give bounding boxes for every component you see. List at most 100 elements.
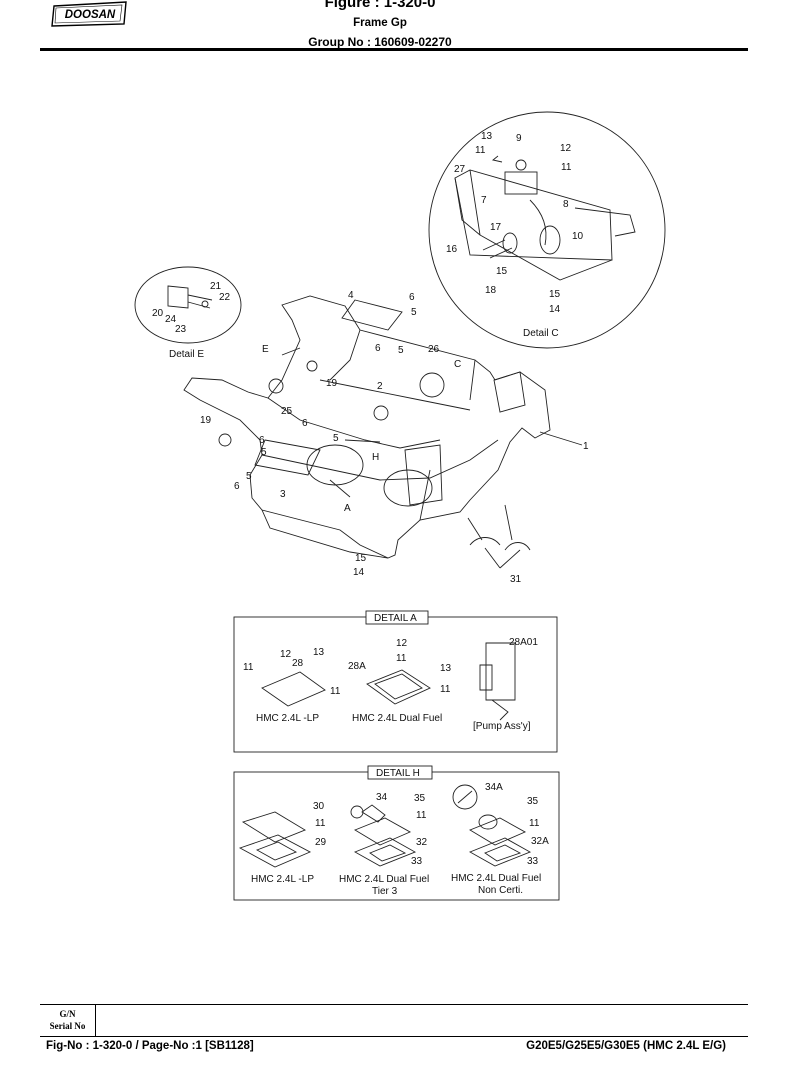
callout: 1 <box>583 441 589 452</box>
callout: 7 <box>481 195 487 206</box>
callout: 2 <box>377 381 383 392</box>
detail-e-circle <box>134 266 242 344</box>
callout: 19 <box>200 415 212 426</box>
callout: 28 <box>292 658 304 669</box>
callout: 13 <box>313 647 325 658</box>
fig-page-number: Fig-No : 1-320-0 / Page-No :1 [SB1128] <box>46 1040 254 1052</box>
callout: 8 <box>563 199 569 210</box>
detail-h-title: DETAIL H <box>376 768 420 779</box>
callout: H <box>372 452 379 463</box>
callout: 28A <box>348 661 366 672</box>
callout: 5 <box>261 447 267 458</box>
detail-c-label: Detail C <box>523 328 559 339</box>
detail-h-callouts: 30 11 29 34 35 11 32 33 34A 35 11 32A 33 <box>313 782 549 867</box>
callout: E <box>262 344 269 355</box>
detail-h-caption-dual-noncerti: HMC 2.4L Dual Fuel <box>451 873 541 884</box>
header-rule <box>40 48 748 51</box>
callout: 11 <box>330 686 341 697</box>
detail-h-caption-lp: HMC 2.4L -LP <box>251 874 314 885</box>
callout: 22 <box>219 292 231 303</box>
callout: 11 <box>561 162 572 173</box>
detail-h-caption-tier3: Tier 3 <box>372 886 398 897</box>
serial-box <box>40 1005 96 1036</box>
callout: 12 <box>560 143 572 154</box>
figure-title: Figure : 1-320-0 <box>324 0 436 11</box>
callout: 12 <box>280 649 292 660</box>
detail-e-label: Detail E <box>169 349 204 360</box>
detail-h-caption-noncerti: Non Certi. <box>478 885 523 896</box>
callout: 31 <box>510 574 522 585</box>
callout: 6 <box>302 418 308 429</box>
footer-rule-bottom <box>40 1036 748 1037</box>
callout: 21 <box>210 281 222 292</box>
callout: 14 <box>353 567 365 578</box>
footer-rule <box>40 1004 748 1005</box>
detail-a-callouts: 11 12 28 13 11 12 11 28A 13 11 28A01 <box>243 637 538 697</box>
callout: 29 <box>315 837 327 848</box>
callout: 6 <box>409 292 415 303</box>
callout: 16 <box>446 244 458 255</box>
callout: 25 <box>281 406 293 417</box>
callout: 11 <box>243 662 254 673</box>
callout: 17 <box>490 222 502 233</box>
gn-text: G/N <box>59 1009 76 1019</box>
doosan-logo: DOOSAN <box>51 1 127 27</box>
callout: 13 <box>481 131 493 142</box>
main-callouts: 4 6 5 6 5 26 E C 19 2 25 19 6 5 6 5 H 5 … <box>200 290 589 585</box>
callout: 35 <box>414 793 426 804</box>
callout: 11 <box>440 684 451 695</box>
detail-e-callouts: 21 22 20 24 23 <box>152 281 231 335</box>
callout: 13 <box>440 663 452 674</box>
callout: 34 <box>376 792 388 803</box>
callout: 27 <box>454 164 466 175</box>
frame-line-art <box>134 111 666 901</box>
detail-c-callouts: 13 9 12 11 11 27 7 8 17 10 16 15 18 15 1… <box>446 131 584 315</box>
detail-a-title: DETAIL A <box>374 613 417 624</box>
frame-exploded-diagram: 13 9 12 11 11 27 7 8 17 10 16 15 18 15 1… <box>134 111 666 901</box>
group-number: Group No : 160609-02270 <box>308 35 452 49</box>
callout: 5 <box>411 307 417 318</box>
callout: 35 <box>527 796 539 807</box>
callout: 11 <box>529 818 540 829</box>
callout: 5 <box>246 471 252 482</box>
callout: 24 <box>165 314 177 325</box>
detail-h-caption-dual-tier3: HMC 2.4L Dual Fuel <box>339 874 429 885</box>
figure-subtitle: Frame Gp <box>353 17 407 29</box>
detail-a-caption-dual: HMC 2.4L Dual Fuel <box>352 713 442 724</box>
model-name: G20E5/G25E5/G30E5 (HMC 2.4L E/G) <box>526 1040 726 1052</box>
callout: 33 <box>527 856 539 867</box>
callout: C <box>454 359 461 370</box>
callout: 26 <box>428 344 440 355</box>
serial-no-text: Serial No <box>49 1021 86 1031</box>
callout: 19 <box>326 378 338 389</box>
callout: 32A <box>531 836 549 847</box>
callout: 10 <box>572 231 584 242</box>
callout: 4 <box>348 290 354 301</box>
callout: 3 <box>280 489 286 500</box>
callout: 6 <box>234 481 240 492</box>
callout: 15 <box>549 289 561 300</box>
callout: 5 <box>398 345 404 356</box>
detail-c-circle <box>428 111 666 349</box>
callout: 15 <box>355 553 367 564</box>
callout: 12 <box>396 638 408 649</box>
logo-text: DOOSAN <box>65 9 116 21</box>
callout: 32 <box>416 837 428 848</box>
callout: 6 <box>375 343 381 354</box>
callout: 18 <box>485 285 497 296</box>
callout: 11 <box>315 818 326 829</box>
callout: 11 <box>475 145 486 156</box>
callout: 28A01 <box>509 637 538 648</box>
callout: 30 <box>313 801 325 812</box>
detail-a-caption-lp: HMC 2.4L -LP <box>256 713 319 724</box>
callout: A <box>344 503 351 514</box>
callout: 34A <box>485 782 503 793</box>
callout: 20 <box>152 308 164 319</box>
callout: 14 <box>549 304 561 315</box>
callout: 33 <box>411 856 423 867</box>
callout: 5 <box>333 433 339 444</box>
serial-label: G/N Serial No <box>40 1008 95 1032</box>
callout: 23 <box>175 324 187 335</box>
callout: 6 <box>259 435 265 446</box>
callout: 11 <box>396 653 407 664</box>
